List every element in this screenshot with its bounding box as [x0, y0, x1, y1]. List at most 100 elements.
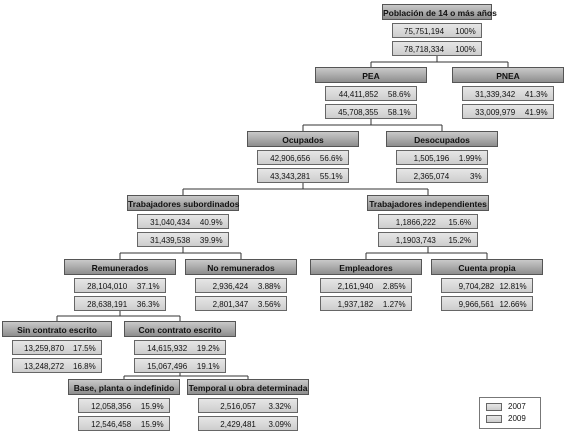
- row-2009: 2,365,074 3%: [396, 167, 488, 183]
- row-value: 1,1903,743: [395, 235, 436, 245]
- row-percent: 17.5%: [73, 344, 96, 353]
- row-value: 33,009,979: [475, 107, 516, 117]
- node-title: Cuenta propia: [431, 259, 543, 275]
- row-value: 44,411,852: [338, 90, 379, 99]
- node-title: No remunerados: [185, 259, 297, 275]
- row-value: 1,1866,222: [395, 218, 436, 227]
- node-title: Desocupados: [386, 131, 498, 147]
- row-value: 2,429,481: [220, 419, 256, 429]
- row-2007: 44,411,852 58.6%: [325, 86, 417, 101]
- row-percent: 55.1%: [319, 171, 343, 181]
- row-percent: 41.3%: [524, 90, 548, 99]
- row-percent: 100%: [455, 44, 476, 54]
- row-value: 2,516,057: [220, 402, 256, 411]
- node-title: Base, planta o indefinido: [68, 379, 180, 395]
- row-percent: 1.27%: [382, 299, 406, 309]
- node-base: Base, planta o indefinido 12,058,356 15.9%…: [68, 379, 180, 431]
- row-percent: 16.8%: [73, 361, 96, 371]
- row-value: 31,339,342: [475, 90, 516, 99]
- row-percent: 40.9%: [199, 218, 223, 227]
- row-value: 28,638,191: [87, 299, 128, 309]
- node-title: Empleadores: [310, 259, 422, 275]
- node-title: Trabajadores independientes: [367, 195, 489, 211]
- row-value: 1,937,182: [337, 299, 374, 309]
- row-percent: 39.9%: [199, 235, 223, 245]
- node-title: Población de 14 o más años: [382, 4, 497, 20]
- row-value: 12,546,458: [91, 419, 132, 429]
- row-value: 13,248,272: [24, 361, 65, 371]
- node-empleadores: Empleadores 2,161,940 2.85% 1,937,182 1.27%: [310, 259, 422, 311]
- legend-label-2007: 2007: [508, 402, 526, 411]
- node-title: Sin contrato escrito: [2, 321, 112, 337]
- row-percent: 15.2%: [448, 235, 472, 245]
- row-2007: 13,259,870 17.5%: [12, 340, 102, 355]
- row-value: 31,040,434: [150, 218, 191, 227]
- row-2007: 1,505,196 1.99%: [396, 150, 488, 165]
- node-title: Con contrato escrito: [124, 321, 236, 337]
- node-desocupados: Desocupados 1,505,196 1.99% 2,365,074 3%: [386, 131, 498, 183]
- row-value: 42,906,656: [270, 154, 311, 163]
- row-value: 13,259,870: [24, 344, 65, 353]
- legend-swatch-2007: [486, 402, 502, 411]
- row-percent: 1.99%: [458, 154, 482, 163]
- row-value: 28,104,010: [87, 282, 128, 291]
- node-title: Temporal u obra determinada: [187, 379, 309, 395]
- row-percent: 41.9%: [524, 107, 548, 117]
- row-2007: 12,058,356 15.9%: [78, 398, 170, 413]
- row-value: 9,704,282: [458, 282, 495, 291]
- row-percent: 58.6%: [387, 90, 411, 99]
- legend-label-2009: 2009: [508, 414, 526, 423]
- row-2009: 1,937,182 1.27%: [320, 295, 412, 311]
- row-value: 2,365,074: [413, 171, 450, 181]
- row-value: 2,161,940: [337, 282, 374, 291]
- row-value: 1,505,196: [413, 154, 450, 163]
- node-title: PNEA: [452, 67, 564, 83]
- row-2009: 13,248,272 16.8%: [12, 357, 102, 373]
- node-sincontrato: Sin contrato escrito 13,259,870 17.5% 13,24…: [2, 321, 112, 373]
- row-value: 78,718,334: [404, 44, 445, 54]
- row-percent: 3%: [470, 171, 482, 181]
- legend: 2007 2009: [479, 397, 541, 429]
- row-value: 31,439,538: [150, 235, 191, 245]
- row-percent: 100%: [455, 27, 476, 36]
- row-2007: 31,040,434 40.9%: [137, 214, 229, 229]
- row-percent: 12.66%: [499, 299, 527, 309]
- legend-swatch-2009: [486, 414, 502, 423]
- row-value: 2,936,424: [212, 282, 249, 291]
- row-percent: 58.1%: [387, 107, 411, 117]
- row-percent: 37.1%: [136, 282, 160, 291]
- node-pnea: PNEA 31,339,342 41.3% 33,009,979 41.9%: [452, 67, 564, 119]
- row-value: 12,058,356: [91, 402, 132, 411]
- row-percent: 3.09%: [268, 419, 292, 429]
- legend-item-2007: 2007: [486, 402, 526, 412]
- row-2007: 31,339,342 41.3%: [462, 86, 554, 101]
- row-value: 15,067,496: [147, 361, 188, 371]
- node-title: Remunerados: [64, 259, 176, 275]
- row-percent: 15.9%: [140, 402, 164, 411]
- row-2009: 78,718,334 100%: [392, 40, 482, 56]
- row-value: 14,615,932: [147, 344, 188, 353]
- row-percent: 3.56%: [257, 299, 281, 309]
- row-percent: 2.85%: [382, 282, 406, 291]
- row-2009: 1,1903,743 15.2%: [378, 231, 478, 247]
